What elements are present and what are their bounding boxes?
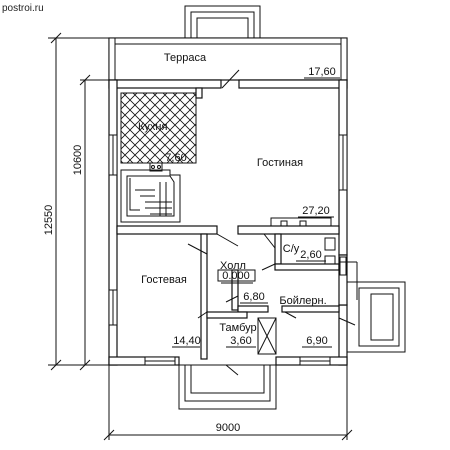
side-steps: [339, 261, 406, 353]
right-room-area: 6,90: [306, 335, 327, 347]
staircase: [120, 169, 181, 223]
hall-name: Холл: [220, 260, 246, 272]
terrace-area: 17,60: [308, 66, 336, 78]
vestibule-walls: [206, 311, 277, 355]
overall-height-dimension: 12550: [43, 205, 55, 236]
kitchen-wall: [195, 87, 203, 99]
bathroom-name: С/у: [283, 243, 300, 255]
kitchen-appliances: [149, 162, 163, 172]
kitchen-name: Кухня: [138, 121, 167, 133]
dimension-lines: [48, 32, 353, 441]
guest-room-wall: [200, 233, 208, 360]
hall-level: 0.000: [222, 270, 250, 282]
kitchen-area: 7,60: [165, 152, 186, 164]
guest-name: Гостевая: [141, 274, 187, 286]
terrace-steps: [184, 5, 261, 43]
vestibule-area: 3,60: [230, 335, 251, 347]
vestibule-name: Тамбур: [219, 322, 256, 334]
boiler-area: 6,80: [243, 291, 264, 303]
kitchen-floor: [120, 92, 197, 164]
living-area: 27,20: [302, 205, 330, 217]
width-dimension: 9000: [216, 422, 240, 434]
interior-wall-mid-left: [116, 225, 218, 235]
boiler-name: Бойлерн.: [279, 295, 326, 307]
entrance-steps: [178, 364, 277, 410]
windows: [108, 134, 348, 366]
interior-wall-mid-right: [237, 225, 340, 235]
house-height-dimension: 10600: [72, 145, 84, 176]
door-swings: [187, 69, 356, 376]
terrace: [108, 37, 348, 81]
bathroom-wall: [274, 233, 282, 265]
bathroom-area: 2,60: [300, 249, 321, 261]
side-wing: [338, 254, 348, 306]
watermark-text: postroi.ru: [2, 3, 44, 14]
living-counter: [270, 217, 332, 227]
guest-area: 14,40: [173, 335, 201, 347]
terrace-name: Терраса: [164, 52, 207, 64]
living-name: Гостиная: [257, 157, 303, 169]
